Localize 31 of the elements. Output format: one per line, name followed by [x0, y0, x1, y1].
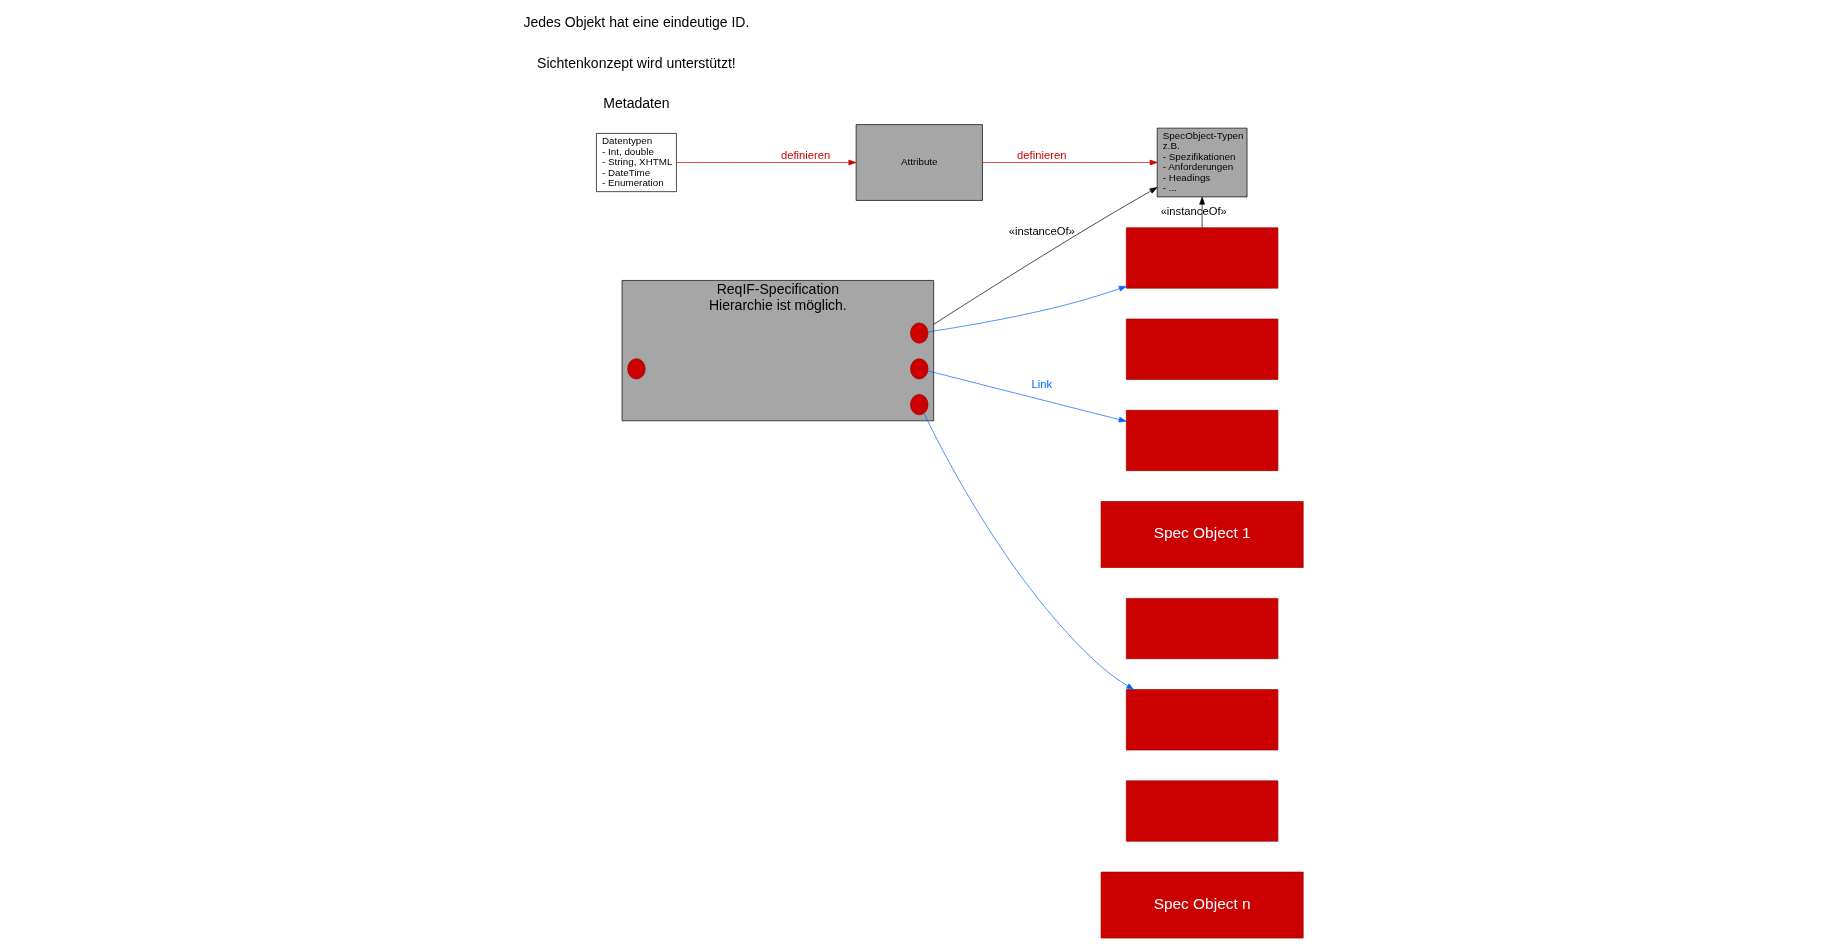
- arrow: [982, 159, 1158, 166]
- node-box: [1125, 780, 1279, 842]
- node-box: Spec Object 1: [1100, 501, 1304, 568]
- edge-label: «instanceOf»: [1160, 205, 1227, 218]
- node-circle: [627, 358, 646, 380]
- arrow: [923, 413, 1135, 690]
- node-box: [1125, 227, 1279, 289]
- arrow: [927, 286, 1127, 333]
- edge-label: definieren: [1017, 148, 1067, 161]
- node-circle: [910, 358, 929, 380]
- label: Metadaten: [603, 95, 670, 112]
- label: Sichtenkonzept wird unterstützt!: [537, 54, 736, 71]
- arrow: [1199, 196, 1205, 229]
- node-box: [1125, 598, 1279, 660]
- label: Jedes Objekt hat eine eindeutige ID.: [523, 14, 750, 31]
- cluster: ReqIF-Specification Hierarchie ist möglich.: [621, 280, 934, 422]
- edge-label: Link: [1031, 378, 1053, 391]
- edge-label: definieren: [780, 148, 831, 161]
- node-box: [1125, 318, 1279, 380]
- node-box: [1125, 689, 1279, 751]
- arrow: [927, 370, 1127, 423]
- node-box: Spec Object n: [1100, 871, 1304, 939]
- node-box: Attribute: [855, 124, 983, 201]
- node-box: SpecObject-Typen z.B. - Spezifikationen - Anforderungen - Headings - ...: [1156, 127, 1248, 198]
- arrow: [933, 187, 1158, 325]
- edge-label: «instanceOf»: [1008, 224, 1075, 237]
- arrow: [676, 159, 857, 166]
- node-box: [1125, 409, 1279, 471]
- node-circle: [910, 322, 929, 344]
- node-box: Datentypen - Int, double - String, XHTML - DateTime - Enumeration: [596, 133, 677, 192]
- node-circle: [910, 394, 929, 416]
